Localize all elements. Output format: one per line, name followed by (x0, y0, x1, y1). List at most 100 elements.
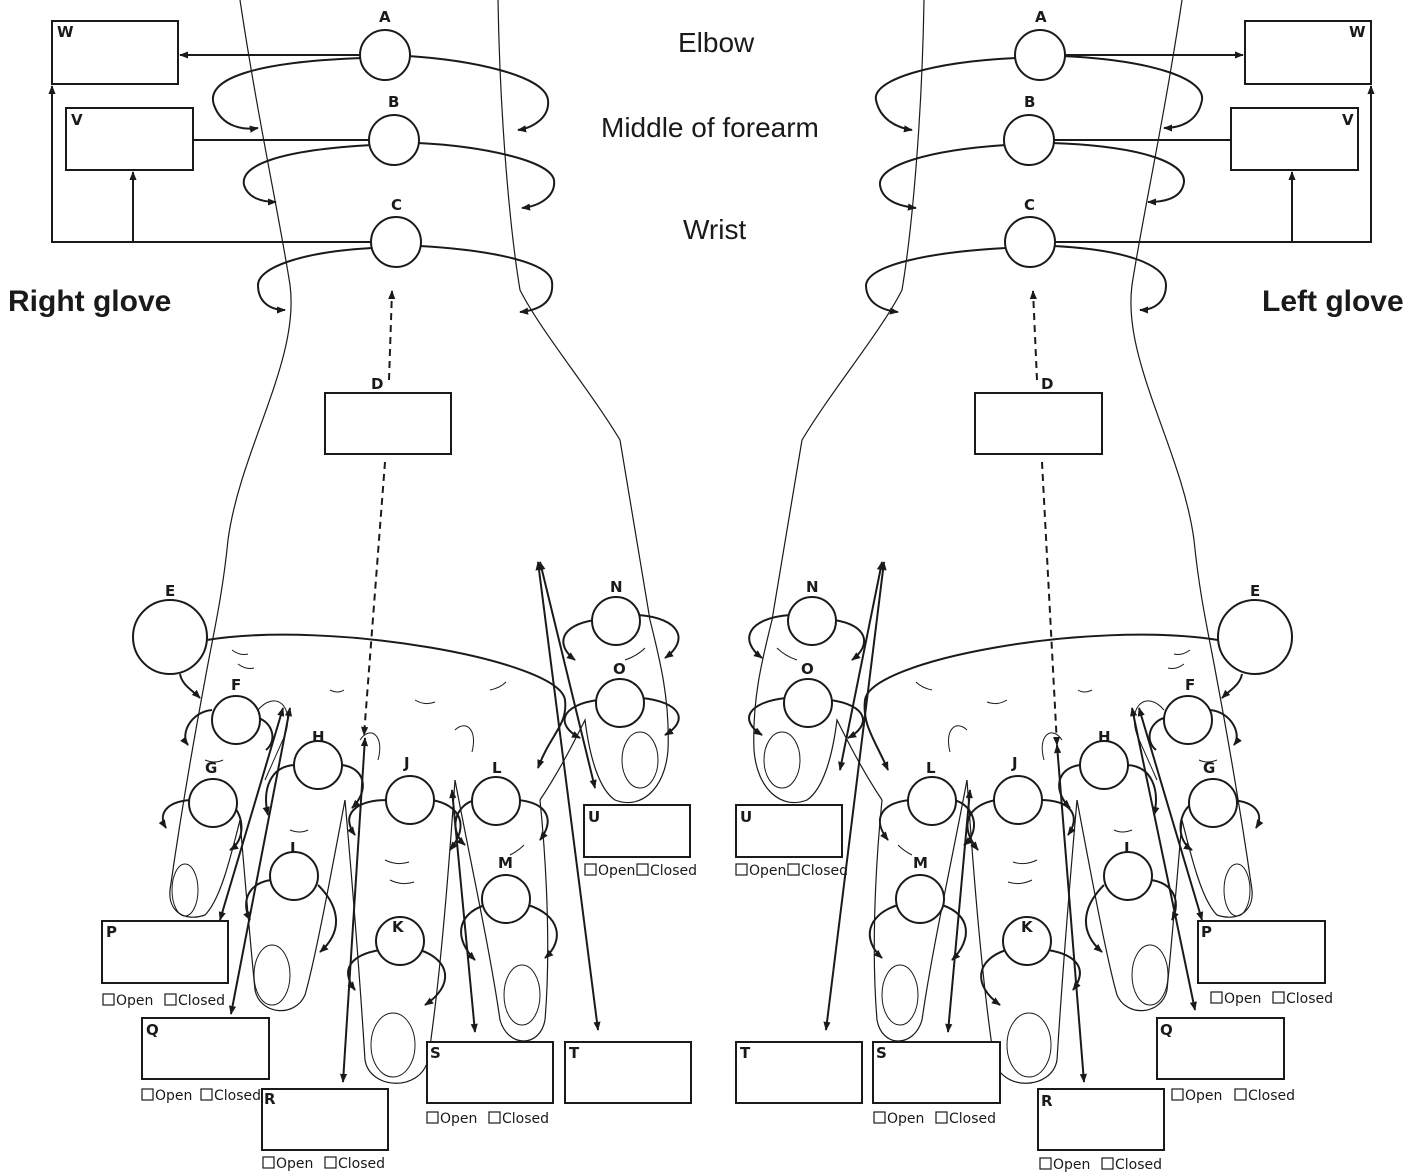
left-loop-C (866, 248, 1006, 312)
left-node-F (1164, 696, 1212, 744)
left-U-closed-checkbox[interactable] (788, 864, 799, 875)
right-Q-open-checkbox[interactable] (142, 1089, 153, 1100)
left-box-Q-options: Open Closed (1172, 1088, 1295, 1104)
right-box-S-options: Open Closed (427, 1111, 549, 1127)
right-box-Q-options: Open Closed (142, 1088, 261, 1104)
left-box-Q-label: Q (1160, 1021, 1173, 1039)
left-box-U-label: U (740, 808, 752, 826)
left-Q-open-checkbox[interactable] (1172, 1089, 1183, 1100)
right-node-J-label: J (403, 754, 410, 772)
right-node-I-label: I (290, 839, 296, 857)
left-node-M-label: M (913, 854, 928, 872)
right-node-O (596, 679, 644, 727)
left-node-N (788, 597, 836, 645)
left-node-I (1104, 852, 1152, 900)
left-loop-A (876, 58, 1016, 130)
right-dash-D-C (389, 291, 392, 380)
right-box-S (427, 1042, 553, 1103)
svg-text:Closed: Closed (214, 1088, 261, 1104)
right-S-open-checkbox[interactable] (427, 1112, 438, 1123)
right-box-T-label: T (569, 1044, 580, 1062)
left-node-E (1218, 600, 1292, 674)
right-node-L-label: L (492, 759, 502, 777)
left-node-H (1080, 741, 1128, 789)
right-box-V (66, 108, 193, 170)
right-hand-outline (170, 0, 668, 1083)
svg-text:Open: Open (276, 1156, 313, 1172)
left-S-closed-checkbox[interactable] (936, 1112, 947, 1123)
left-P-closed-checkbox[interactable] (1273, 992, 1284, 1003)
right-S-closed-checkbox[interactable] (489, 1112, 500, 1123)
svg-text:Closed: Closed (1286, 991, 1333, 1007)
right-node-H (294, 741, 342, 789)
left-node-K-label: K (1021, 918, 1034, 936)
right-box-P-options: Open Closed (103, 993, 225, 1009)
left-box-R-label: R (1041, 1092, 1053, 1110)
right-U-closed-checkbox[interactable] (637, 864, 648, 875)
left-node-I-label: I (1124, 839, 1130, 857)
right-R-closed-checkbox[interactable] (325, 1157, 336, 1168)
left-box-S-label: S (876, 1044, 887, 1062)
left-box-D-label: D (1041, 375, 1053, 393)
left-node-N-label: N (806, 578, 819, 596)
right-node-M (482, 875, 530, 923)
left-node-B-label: B (1024, 93, 1035, 111)
left-node-O-label: O (801, 660, 814, 678)
right-box-U-label: U (588, 808, 600, 826)
left-box-V (1231, 108, 1358, 170)
left-node-G-label: G (1203, 759, 1215, 777)
left-arch-E (865, 635, 1218, 770)
right-box-P-label: P (106, 923, 117, 941)
left-node-J (994, 776, 1042, 824)
svg-text:Closed: Closed (949, 1111, 996, 1127)
right-node-E-label: E (165, 582, 175, 600)
right-node-N (592, 597, 640, 645)
right-R-open-checkbox[interactable] (263, 1157, 274, 1168)
left-node-O (784, 679, 832, 727)
right-node-E (133, 600, 207, 674)
right-box-Q-label: Q (146, 1021, 159, 1039)
right-node-G (189, 779, 237, 827)
svg-text:Open: Open (887, 1111, 924, 1127)
right-box-V-label: V (71, 111, 83, 129)
left-node-L-label: L (926, 759, 936, 777)
right-node-N-label: N (610, 578, 623, 596)
right-node-J (386, 776, 434, 824)
left-box-S-options: Open Closed (874, 1111, 996, 1127)
left-node-E-label: E (1250, 582, 1260, 600)
left-box-R (1038, 1089, 1164, 1150)
right-box-W-label: W (57, 23, 74, 41)
left-node-A-label: A (1035, 8, 1047, 26)
right-node-B-label: B (388, 93, 399, 111)
svg-text:Closed: Closed (178, 993, 225, 1009)
right-box-P (102, 921, 228, 983)
left-box-T (736, 1042, 862, 1103)
left-R-open-checkbox[interactable] (1040, 1158, 1051, 1169)
middle-of-forearm-label: Middle of forearm (601, 112, 819, 143)
right-Q-closed-checkbox[interactable] (201, 1089, 212, 1100)
left-U-open-checkbox[interactable] (736, 864, 747, 875)
left-box-P-options: Open Closed (1211, 991, 1333, 1007)
svg-text:Closed: Closed (1115, 1157, 1162, 1172)
right-U-open-checkbox[interactable] (585, 864, 596, 875)
left-S-open-checkbox[interactable] (874, 1112, 885, 1123)
left-dash-D-hand (1042, 462, 1057, 745)
left-P-open-checkbox[interactable] (1211, 992, 1222, 1003)
svg-text:Open: Open (1224, 991, 1261, 1007)
right-P-closed-checkbox[interactable] (165, 994, 176, 1005)
left-dash-D-C (1033, 291, 1037, 380)
wrist-label: Wrist (683, 214, 746, 245)
left-node-H-label: H (1098, 728, 1111, 746)
right-node-F-label: F (231, 676, 241, 694)
svg-text:Open: Open (155, 1088, 192, 1104)
right-loop-C (258, 248, 372, 310)
left-node-A (1015, 30, 1065, 80)
right-box-T (565, 1042, 691, 1103)
left-node-F-label: F (1185, 676, 1195, 694)
right-node-M-label: M (498, 854, 513, 872)
left-R-closed-checkbox[interactable] (1102, 1158, 1113, 1169)
left-Q-closed-checkbox[interactable] (1235, 1089, 1246, 1100)
right-P-open-checkbox[interactable] (103, 994, 114, 1005)
left-node-B (1004, 115, 1054, 165)
